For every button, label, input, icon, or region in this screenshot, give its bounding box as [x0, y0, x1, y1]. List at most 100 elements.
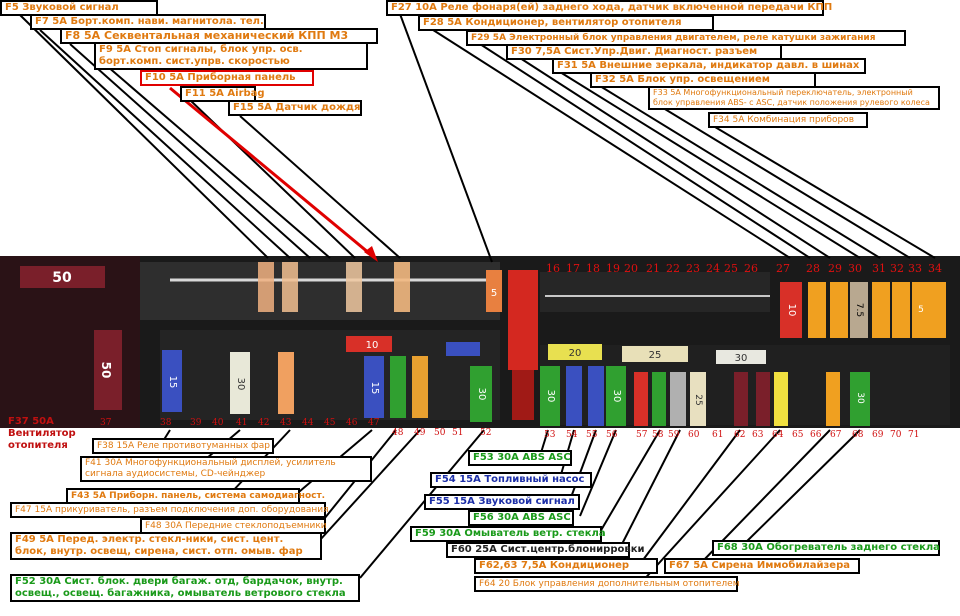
- label-f60: F60 25A Сист.центр.блонирровки: [446, 542, 645, 558]
- leader-f5: [19, 14, 269, 259]
- bot-num-45: 45: [324, 418, 336, 428]
- fuse-27-value: 10: [786, 304, 797, 317]
- fuse-30-value: 7.5: [854, 303, 864, 317]
- fuse-60-value: 25: [693, 394, 703, 405]
- leader-f29: [479, 43, 811, 259]
- fuse-52: [470, 366, 492, 422]
- fuse-41: [230, 352, 250, 414]
- label-f33: F33 5A Многофункциональный переключатель…: [648, 86, 940, 110]
- fuse-25-value: 25: [649, 350, 662, 361]
- fuse-49: [412, 356, 428, 418]
- fuse-row-top-right: [540, 272, 770, 312]
- fuse-row-top-left: [140, 262, 500, 320]
- leader-f15: [239, 115, 401, 259]
- fuse-41-value: 30: [235, 378, 246, 391]
- fuse-63: [756, 372, 770, 426]
- label-f9: F9 5A Стоп сигналы, блок упр. осв. борт.…: [94, 42, 368, 70]
- bot-num-37: 37: [100, 418, 112, 428]
- top-num-23: 23: [686, 262, 700, 275]
- bot-num-39: 39: [190, 418, 202, 428]
- top-num-17: 17: [566, 262, 580, 275]
- label-f15: F15 5A Датчик дождя: [228, 100, 362, 116]
- label-f41: F41 30A Многофункциональный дисплей, уси…: [80, 456, 372, 482]
- label-f62: F62,63 7,5A Кондиционер: [474, 558, 658, 574]
- fuse-29: [830, 282, 848, 338]
- top-num-24: 24: [706, 262, 720, 275]
- leader-f7: [39, 29, 291, 259]
- leader-f32: [599, 85, 881, 259]
- label-f52: F52 30A Сист. блок. двери багаж. отд, ба…: [10, 574, 360, 602]
- fuse-56-value: 30: [611, 390, 622, 403]
- fuse-53: [540, 366, 560, 426]
- leader-f60: [619, 429, 681, 549]
- fuse-33: [912, 282, 930, 338]
- fuse-38-value: 15: [167, 376, 178, 389]
- bot-num-53: 53: [544, 430, 556, 440]
- bot-num-48: 48: [392, 428, 404, 438]
- fuse-15-top: [446, 342, 480, 356]
- fuse-38: [162, 350, 182, 412]
- fuse-64: [774, 372, 788, 426]
- bot-num-69: 69: [872, 430, 884, 440]
- fuse-20: [548, 344, 602, 360]
- top-left-fuses: 5: [258, 262, 502, 312]
- bot-num-51: 51: [452, 428, 464, 438]
- fuse-47-value: 15: [369, 382, 380, 395]
- leader-f55: [569, 429, 597, 501]
- fuse-30-right: [716, 350, 766, 364]
- top-num-25: 25: [724, 262, 738, 275]
- fuse-50-left: [94, 330, 122, 410]
- bot-num-62: 62: [734, 430, 746, 440]
- fuse-top-2: [282, 262, 298, 312]
- top-num-29: 29: [828, 262, 842, 275]
- label-f64: F64 20 Блок управления дополнительным от…: [474, 576, 740, 592]
- fuse-58: [634, 372, 648, 426]
- fuse-50-top: [20, 266, 105, 288]
- fuse-60b: [690, 372, 706, 426]
- top-num-32: 32: [890, 262, 904, 275]
- fuse-10-mid-value: 10: [366, 340, 379, 351]
- top-num-28: 28: [806, 262, 820, 275]
- leader-f31: [559, 71, 861, 259]
- fuse-43: [278, 352, 294, 414]
- fuse-34: [930, 282, 946, 338]
- leader-f27: [399, 13, 493, 263]
- fuse-30: [850, 282, 868, 338]
- bot-num-66: 66: [810, 430, 822, 440]
- bot-num-58: 58: [652, 430, 664, 440]
- arrowhead-f10: [364, 246, 378, 262]
- leader-f34: [709, 123, 936, 259]
- leader-f9: [99, 59, 331, 259]
- top-num-20: 20: [624, 262, 638, 275]
- top-num-21: 21: [646, 262, 660, 275]
- fuse-row-mid: [160, 330, 500, 420]
- top-num-31: 31: [872, 262, 886, 275]
- top-num-18: 18: [586, 262, 600, 275]
- leader-f28: [429, 27, 791, 259]
- leader-f68: [739, 429, 861, 549]
- bot-num-60: 60: [688, 430, 700, 440]
- bot-num-47: 47: [368, 418, 380, 428]
- bot-num-49: 49: [414, 428, 426, 438]
- label-f53: F53 30A ABS ASC: [468, 450, 572, 466]
- fuse-52-value: 30: [476, 388, 487, 401]
- top-num-26: 26: [744, 262, 758, 275]
- label-f67: F67 5A Сирена Иммобилайзера: [664, 558, 860, 574]
- fuse-68-value: 30: [855, 392, 865, 404]
- fuse-puller-base: [512, 370, 534, 420]
- bot-num-63: 63: [752, 430, 764, 440]
- bot-num-54: 54: [566, 430, 578, 440]
- bot-num-57: 57: [636, 430, 648, 440]
- label-f47: F47 15A прикуриватель, разъем подключени…: [10, 502, 329, 518]
- top-num-34: 34: [928, 262, 942, 275]
- fuse-50-left-value: 50: [99, 362, 113, 379]
- fuse-top-5-value: 5: [491, 288, 497, 299]
- fuse-53-value: 30: [545, 390, 556, 403]
- label-f37: F37 50A Вентилятор отопителя: [8, 416, 76, 451]
- fuse-top-5: [486, 270, 502, 312]
- bot-num-61: 61: [712, 430, 724, 440]
- bot-num-40: 40: [212, 418, 224, 428]
- leader-f62: [639, 429, 741, 565]
- label-f54: F54 15A Топливный насос: [430, 472, 592, 488]
